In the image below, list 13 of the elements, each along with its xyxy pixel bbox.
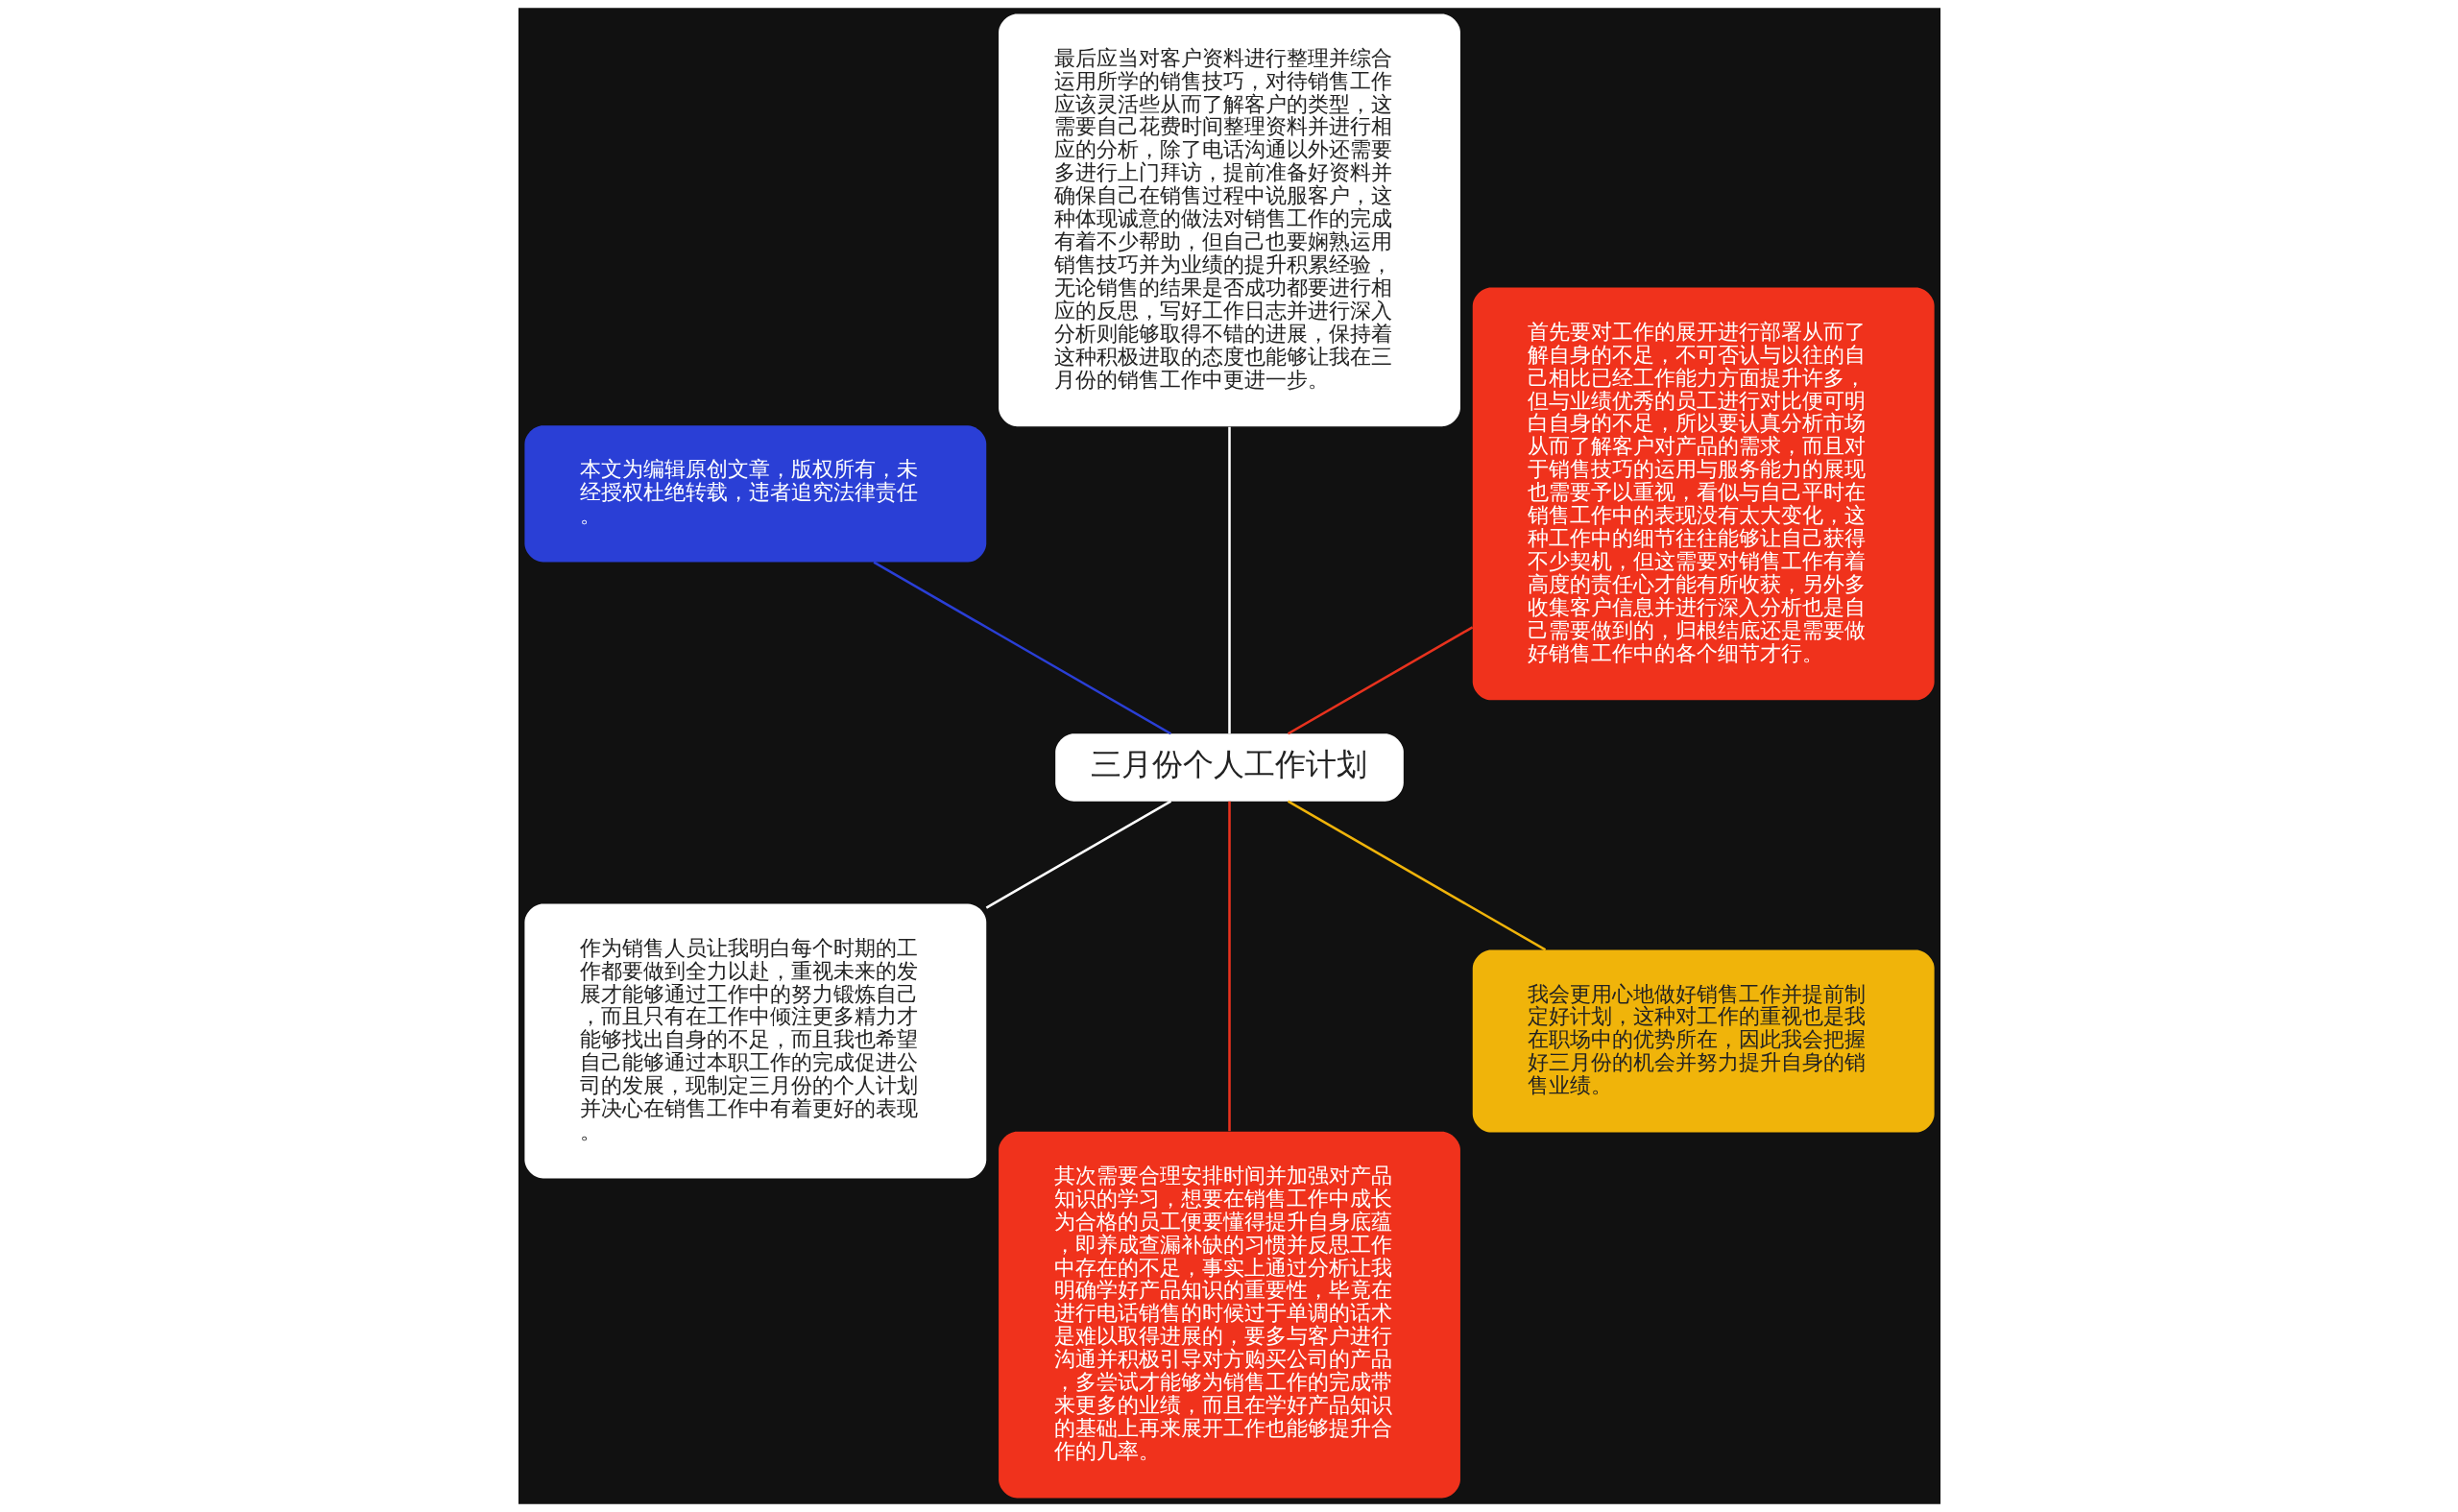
connector — [1287, 800, 1546, 951]
node-box: 作为销售人员让我明白每个时期的工作都要做到全力以赴，重视未来的发展才能够通过工作中的努力锻炼自己，而且只有在工作中倾注更多精力才能够找出自身的不足，而且我也希望自己能够通过本职工作的完成促进公司的发展，现制定三月份的个人计划并决心在销售工作中有着更好的表现。 — [523, 903, 986, 1179]
connector — [1287, 626, 1473, 735]
node-box: 三月份个人工作计划 — [1054, 733, 1404, 802]
node-box: 首先要对工作的展开进行部署从而了解自身的不足，不可否认与以往的自己相比已经工作能力方面提升许多，但与业绩优秀的员工进行对比便可明白自身的不足，所以要认真分析市场从而了解客户对产品的需求，而且对于销售技巧的运用与服务能力的展现也需要予以重视，看似与自己平时在销售工作中的表现没有太大变化，这种工作中的细节往往能够让自己获得不少契机，但这需要对销售工作有着高度的责任心才能有所收获，另外多收集客户信息并进行深入分析也是自己需要做到的，归根结底还是需要做好销售工作中的各个细节才行。 — [1472, 287, 1935, 701]
node-box: 其次需要合理安排时间并加强对产品知识的学习，想要在销售工作中成长为合格的员工便要懂得提升自身底蕴，即养成查漏补缺的习惯并反思工作中存在的不足，事实上通过分析让我明确学好产品知识的重要性，毕竟在进行电话销售的时候过于单调的话术是难以取得进展的，要多与客户进行沟通并积极引导对方购买公司的产品，多尝试才能够为销售工作的完成带来更多的业绩，而且在学好产品知识的基础上再来展开工作也能够提升合作的几率。 — [998, 1131, 1460, 1499]
connector — [1227, 426, 1231, 734]
connector — [872, 561, 1171, 735]
connector — [1227, 801, 1231, 1132]
node-box: 最后应当对客户资料进行整理并综合运用所学的销售技巧，对待销售工作应该灵活些从而了解客户的类型，这需要自己花费时间整理资料并进行相应的分析，除了电话沟通以外还需要多进行上门拜访，提前准备好资料并确保自己在销售过程中说服客户，这种体现诚意的做法对销售工作的完成有着不少帮助，但自己也要娴熟运用销售技巧并为业绩的提升积累经验，无论销售的结果是否成功都要进行相应的反思，写好工作日志并进行深入分析则能够取得不错的进展，保持着这种积极进取的态度也能够让我在三月份的销售工作中更进一步。 — [998, 13, 1460, 427]
node-box: 本文为编辑原创文章，版权所有，未经授权杜绝转载，违者追究法律责任。 — [523, 425, 986, 563]
connector — [985, 800, 1171, 909]
node-box: 我会更用心地做好销售工作并提前制定好计划，这种对工作的重视也是我在职场中的优势所在，因此我会把握好三月份的机会并努力提升自身的销售业绩。 — [1472, 949, 1935, 1133]
